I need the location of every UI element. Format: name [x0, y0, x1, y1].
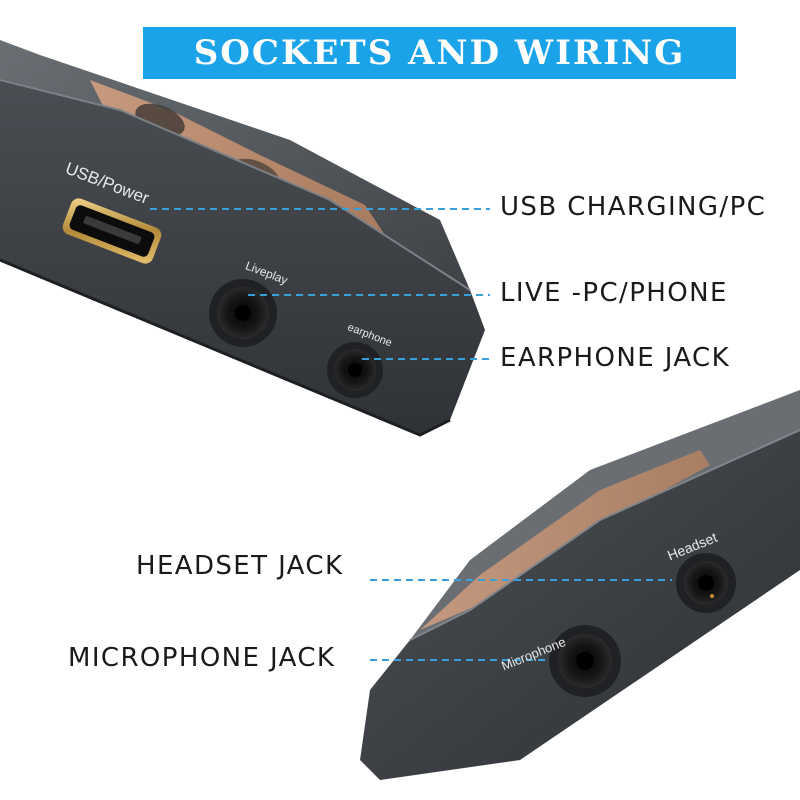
page-title-banner: SOCKETS AND WIRING [193, 33, 686, 73]
usb-port [62, 198, 162, 264]
banner-background [143, 27, 736, 79]
callout-microphone-jack: MICROPHONE JACK [68, 643, 336, 673]
callout-headset-jack: HEADSET JACK [136, 551, 344, 581]
liveplay-jack [209, 279, 277, 347]
callout-live-pc-phone: LIVE -PC/PHONE [500, 278, 728, 308]
mixer-device-bottom [360, 390, 800, 780]
callout-leaders [150, 208, 672, 661]
microphone-jack [549, 625, 621, 697]
headset-jack [676, 553, 736, 613]
mixer-device-top [0, 40, 485, 437]
earphone-jack [327, 342, 383, 398]
device-bottom-knob-strip [420, 450, 710, 630]
device-bottom-front-face [360, 430, 800, 780]
callout-usb-charging: USB CHARGING/PC [500, 192, 767, 222]
callout-earphone-jack: EARPHONE JACK [500, 343, 731, 373]
